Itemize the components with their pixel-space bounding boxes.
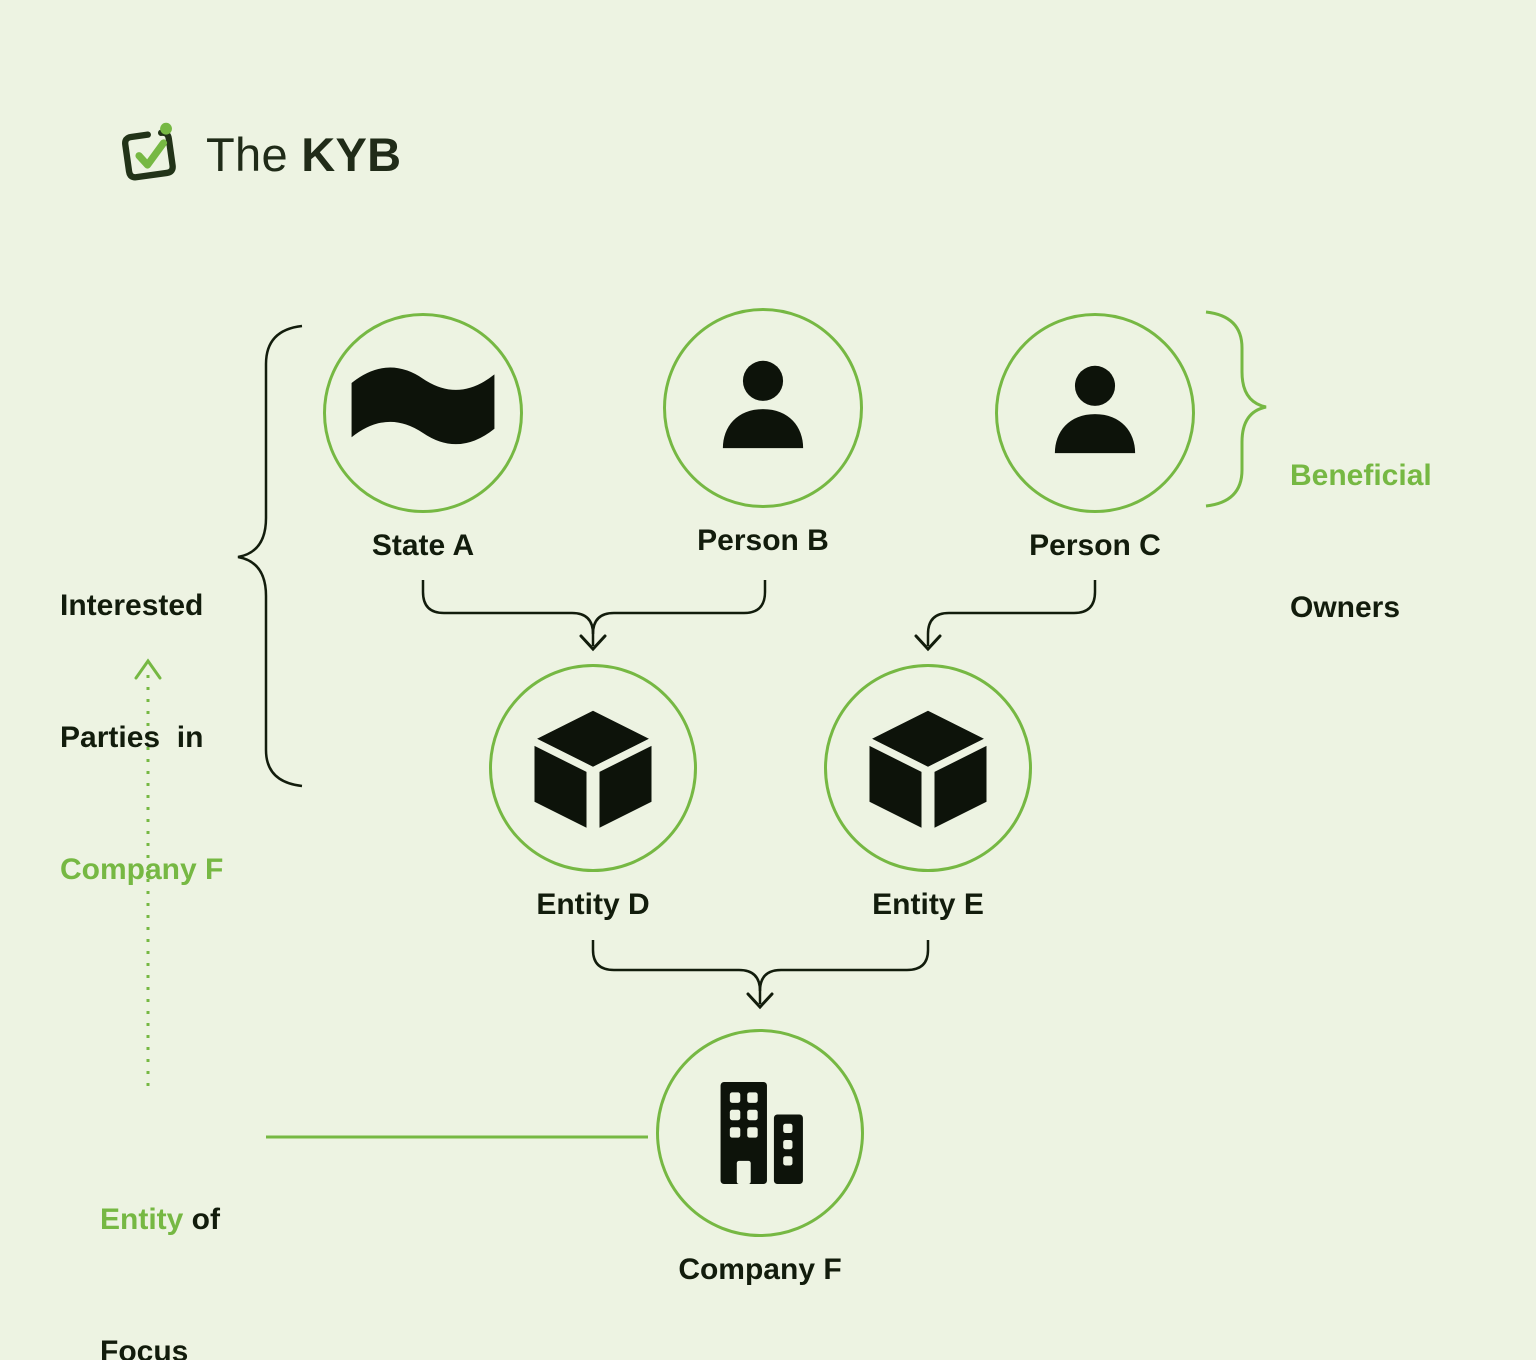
interested-parties-line2: Parties in <box>60 721 204 754</box>
person-icon <box>722 360 804 449</box>
node-state-a: State A <box>323 313 523 562</box>
arrowhead-entityE <box>914 634 942 652</box>
arrow-entityE-to-companyF <box>758 940 930 992</box>
node-label-company-f: Company F <box>678 1253 842 1286</box>
node-label-person-b: Person B <box>697 524 829 557</box>
beneficial-owners-rest: Owners <box>1290 591 1401 624</box>
annotation-beneficial-owners: Beneficial Owners <box>1290 366 1432 718</box>
node-label-state-a: State A <box>371 529 475 562</box>
interested-parties-brace <box>237 324 303 788</box>
state-a-circle <box>323 313 523 513</box>
node-label-person-c: Person C <box>1029 529 1161 562</box>
node-person-c: Person C <box>995 313 1195 562</box>
company-f-circle <box>656 1029 864 1237</box>
interested-parties-line1: Interested <box>60 589 204 622</box>
kyb-logo-icon <box>122 122 176 181</box>
entity-of-focus-line2: Focus <box>100 1335 189 1360</box>
person-b-circle <box>663 308 863 508</box>
building-icon <box>720 1081 803 1185</box>
node-company-f: Company F <box>656 1029 864 1286</box>
cube-icon <box>534 710 652 828</box>
annotation-interested-parties: Interested Parties in Company F <box>60 496 223 980</box>
annotation-entity-of-focus: Entity of Focus <box>100 1110 220 1360</box>
entity-e-circle <box>824 664 1032 872</box>
entity-d-circle <box>489 664 697 872</box>
arrowhead-entityD <box>579 634 607 652</box>
flag-icon <box>351 367 495 445</box>
logo: The KYB <box>112 116 401 192</box>
beneficial-owners-brace <box>1205 310 1267 508</box>
node-label-entity-e: Entity E <box>872 888 984 921</box>
arrow-personB-to-entityD <box>591 580 767 635</box>
entity-of-focus-highlight: Entity <box>100 1203 184 1236</box>
logo-text-the: The <box>206 127 302 181</box>
node-entity-e: Entity E <box>824 664 1032 921</box>
entity-of-focus-line1: Entity of <box>100 1198 220 1242</box>
person-c-circle <box>995 313 1195 513</box>
arrow-entityD-to-companyF <box>591 940 762 1004</box>
logo-text-kyb: KYB <box>301 127 402 181</box>
node-entity-d: Entity D <box>489 664 697 921</box>
node-label-entity-d: Entity D <box>536 888 650 921</box>
arrow-stateA-to-entityD <box>421 580 595 646</box>
entity-of-focus-rest: of <box>183 1203 220 1236</box>
node-person-b: Person B <box>663 308 863 557</box>
arrow-personC-to-entityE <box>926 580 1097 646</box>
beneficial-owners-highlight: Beneficial <box>1290 459 1432 492</box>
cube-icon <box>869 710 987 828</box>
arrowhead-companyF <box>746 992 774 1010</box>
person-icon <box>1054 365 1136 454</box>
logo-text: The KYB <box>206 127 401 182</box>
interested-parties-highlight: Company F <box>60 853 224 886</box>
